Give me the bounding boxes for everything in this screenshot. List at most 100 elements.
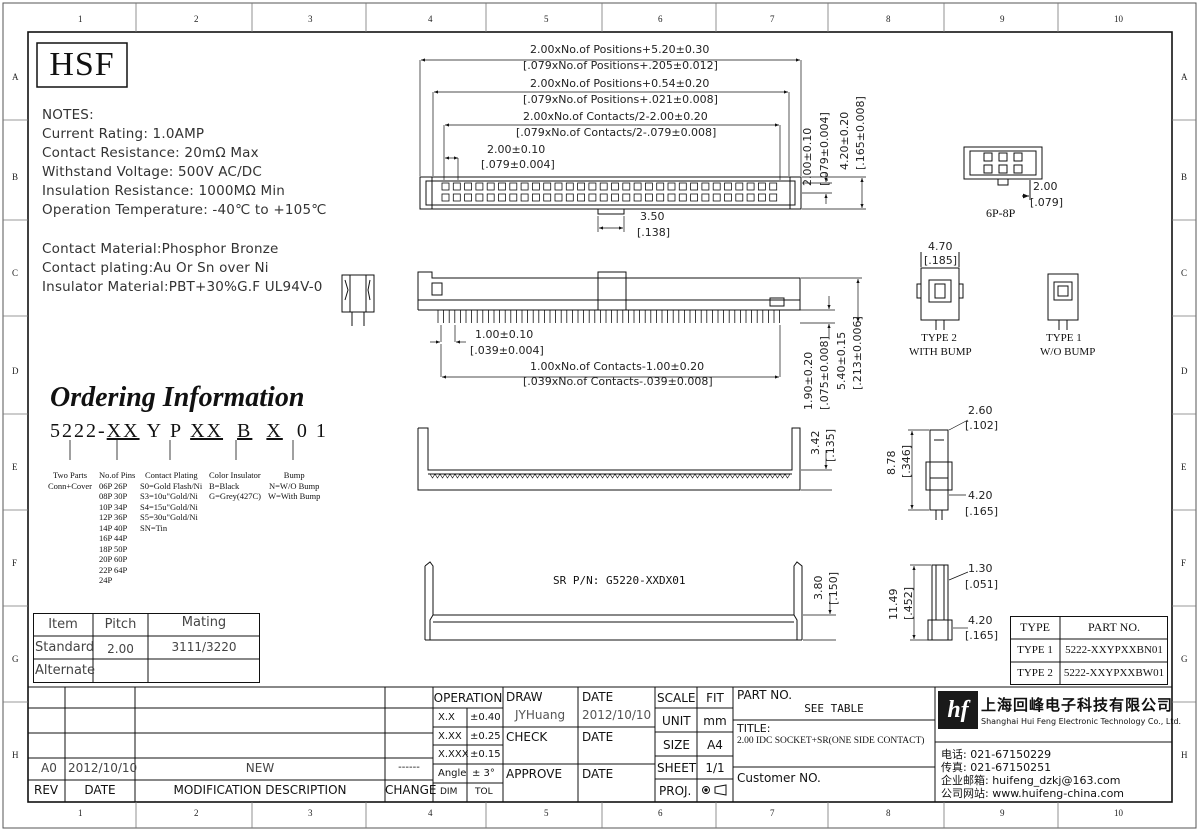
legend-line: B=Black xyxy=(209,480,240,491)
dim-side-pitch-inch: [.039±0.004] xyxy=(470,344,544,357)
note-line: Operation Temperature: -40℃ to +105℃ xyxy=(42,202,327,218)
dim-pitch: 2.00±0.10 xyxy=(487,143,546,156)
pitch-table-cell: 2.00 xyxy=(107,642,134,656)
plating-option: S0=Gold Flash/Ni xyxy=(140,480,203,491)
grid-column-number: 2 xyxy=(194,808,199,818)
grid-column-number: 5 xyxy=(544,14,549,24)
grid-row-letter: D xyxy=(12,366,19,376)
grid-row-letter: A xyxy=(1181,72,1188,82)
grid-column-number: 10 xyxy=(1114,808,1123,818)
pitch-table-cell: Standard xyxy=(35,640,95,655)
dim-contact-span-inch: [.079xNo.of Contacts/2-.079±0.008] xyxy=(516,126,717,139)
legend-line: Two Parts xyxy=(52,470,88,480)
code-pins: XX xyxy=(106,420,140,442)
legend-line: W=With Bump xyxy=(268,491,321,501)
grid-column-number: 7 xyxy=(770,14,775,24)
notes-heading: NOTES: xyxy=(42,107,94,123)
dim-end-depth-inch: [.165] xyxy=(965,505,999,518)
grid-row-letter: A xyxy=(12,72,19,82)
company-fax: 传真: 021-67150251 xyxy=(941,761,1052,774)
pitch-table-cell: 3111/3220 xyxy=(171,640,237,654)
huifeng-logo-icon: hf xyxy=(947,697,969,723)
grid-column-number: 8 xyxy=(886,808,891,818)
size-value: A4 xyxy=(707,738,723,752)
modification-header: MODIFICATION DESCRIPTION xyxy=(173,783,347,797)
legend-header: No.of Pins xyxy=(99,470,136,480)
grid-row-letter: C xyxy=(1181,268,1188,278)
legend-header: Bump xyxy=(283,470,305,480)
dim-pitch-inch: [.079±0.004] xyxy=(481,158,555,171)
tol-value: ± 3° xyxy=(472,768,495,779)
dim-small-width: 2.00 xyxy=(1033,180,1058,193)
grid-column-number: 4 xyxy=(428,14,433,24)
grid-column-number: 3 xyxy=(308,14,313,24)
projection-label: PROJ. xyxy=(659,784,692,798)
dim-end-width-inch: [.102] xyxy=(965,419,999,432)
type-table-header: TYPE xyxy=(1020,620,1050,634)
grid-column-number: 2 xyxy=(194,14,199,24)
title-value: 2.00 IDC SOCKET+SR(ONE SIDE CONTACT) xyxy=(737,736,925,746)
sheet-value: 1/1 xyxy=(705,761,725,775)
label-wo-bump: W/O BUMP xyxy=(1040,346,1096,358)
grid-column-number: 7 xyxy=(770,808,775,818)
drawer-name: JYHuang xyxy=(515,708,566,722)
grid-column-number: 6 xyxy=(658,14,663,24)
grid-row-letter: B xyxy=(12,172,19,182)
date-label: DATE xyxy=(582,730,614,744)
tol-label: X.XXX xyxy=(438,749,469,760)
dim-body-length: 2.00xNo.of Positions+0.54±0.20 xyxy=(530,77,710,90)
pins-option: 24P xyxy=(99,575,113,585)
customer-no-label: Customer NO. xyxy=(737,771,821,785)
date-header: DATE xyxy=(84,783,116,797)
note-line: Insulation Resistance: 1000MΩ Min xyxy=(42,183,286,199)
note-line: Current Rating: 1.0AMP xyxy=(42,126,205,142)
legend-line: G=Grey(427C) xyxy=(209,491,262,501)
dim-sr-end-depth-inch: [.165] xyxy=(965,629,999,642)
pitch-table: Item Pitch Mating Standard 2.00 3111/322… xyxy=(33,613,260,683)
rev-a0-change: ------ xyxy=(398,762,420,773)
grid-column-number: 1 xyxy=(78,14,83,24)
dim-sr-end-width-inch: [.051] xyxy=(965,578,999,591)
code-0: 0 xyxy=(296,420,309,442)
grid-row-letter: G xyxy=(1181,654,1188,664)
type-table-cell: TYPE 1 xyxy=(1017,644,1053,656)
type-table-lines xyxy=(1010,616,1168,685)
pins-option: 10P 34P xyxy=(99,501,128,512)
grid-column-number: 10 xyxy=(1114,14,1123,24)
draw-date: 2012/10/10 xyxy=(582,708,652,722)
dim-body-length-inch: [.079xNo.of Positions+.021±0.008] xyxy=(523,93,718,106)
pins-option: 18P 50P xyxy=(99,543,128,554)
scale-label: SCALE xyxy=(657,691,696,705)
grid-column-number: 9 xyxy=(1000,808,1005,818)
code-y: Y xyxy=(146,420,164,442)
size-label: SIZE xyxy=(663,738,690,752)
unit-label: UNIT xyxy=(662,714,691,728)
grid-row-letter: G xyxy=(12,654,19,664)
grid-row-letter: F xyxy=(12,558,18,568)
label-type1: TYPE 1 xyxy=(1046,332,1082,344)
pins-option: 08P 30P xyxy=(99,491,128,501)
grid-row-letter: E xyxy=(1181,462,1187,472)
sheet-label: SHEET xyxy=(657,761,697,775)
dim-sr-end-width: 1.30 xyxy=(968,562,993,575)
dim-small-width-inch: [.079] xyxy=(1030,196,1064,209)
rev-a0-description: NEW xyxy=(245,761,275,775)
grid-column-number: 9 xyxy=(1000,14,1005,24)
grid-column-number: 8 xyxy=(886,14,891,24)
label-6p-8p: 6P-8P xyxy=(986,206,1016,220)
scale-value: FIT xyxy=(706,691,724,705)
tol-label: X.X xyxy=(438,712,455,723)
rev-a0-date: 2012/10/10 xyxy=(68,761,138,775)
dim-label: DIM xyxy=(440,787,458,797)
code-1: 1 xyxy=(315,420,328,442)
type-table-cell: 5222-XXYPXXBN01 xyxy=(1065,644,1163,656)
label-type2: TYPE 2 xyxy=(921,332,957,344)
type-table-cell: TYPE 2 xyxy=(1017,667,1053,679)
legend-header: Contact Plating xyxy=(145,470,198,480)
plating-option: S5=30u"Gold/Ni xyxy=(140,512,198,522)
legend-line: N=W/O Bump xyxy=(269,480,320,491)
dim-sr-end-depth: 4.20 xyxy=(968,614,993,627)
